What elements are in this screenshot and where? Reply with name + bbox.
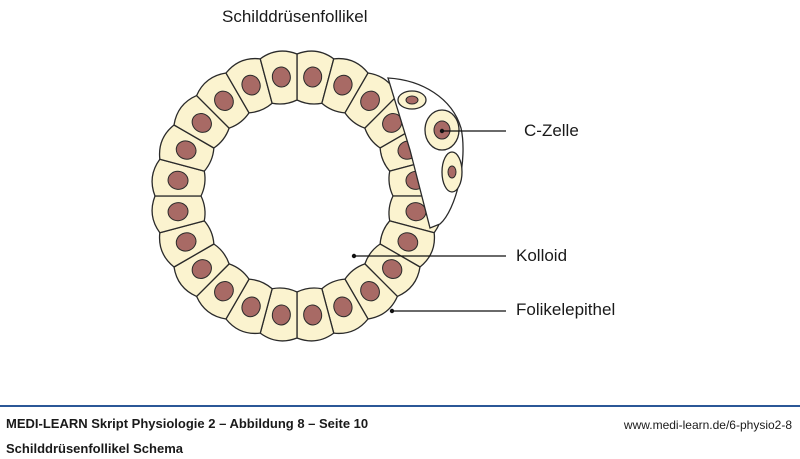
footer-url: www.medi-learn.de/6-physio2-8 [623, 418, 792, 432]
footer-subtitle: Schilddrüsenfollikel Schema [6, 441, 183, 456]
cell-nucleus [191, 113, 212, 133]
cell-nucleus [175, 232, 197, 252]
c-cell-nucleus [447, 165, 457, 179]
leader-dot [351, 253, 357, 259]
cell-nucleus [303, 66, 323, 88]
leader-dot [439, 128, 445, 134]
cell-nucleus [241, 74, 261, 96]
cell-nucleus [167, 170, 189, 190]
label-colloid: Kolloid [516, 246, 568, 265]
cell-nucleus [303, 304, 323, 326]
cell-nucleus [333, 74, 353, 96]
cell-nucleus [360, 281, 380, 302]
cell-nucleus [241, 296, 261, 318]
cell-nucleus [214, 281, 234, 302]
label-follicle-epithelium: Folikelepithel [516, 300, 616, 319]
cell-nucleus [214, 90, 234, 111]
label-leader-lines [351, 128, 506, 314]
cell-nucleus [397, 232, 419, 252]
cell-nucleus [271, 66, 291, 88]
cell-nucleus [360, 90, 380, 111]
cell-nucleus [167, 202, 189, 222]
label-c-cell: C-Zelle [524, 121, 579, 140]
cell-nucleus [382, 259, 403, 279]
cell-nucleus [175, 140, 197, 160]
cell-nucleus [191, 259, 212, 279]
follicle-diagram [151, 50, 506, 342]
cell-nucleus [271, 304, 291, 326]
cell-nucleus [333, 296, 353, 318]
diagram-title: Schilddrüsenfollikel [222, 7, 368, 26]
c-cell-group [387, 77, 464, 229]
c-cell-nucleus [405, 95, 419, 105]
leader-dot [389, 308, 395, 314]
footer-caption: MEDI-LEARN Skript Physiologie 2 – Abbild… [6, 416, 369, 431]
footer-divider [0, 405, 800, 407]
